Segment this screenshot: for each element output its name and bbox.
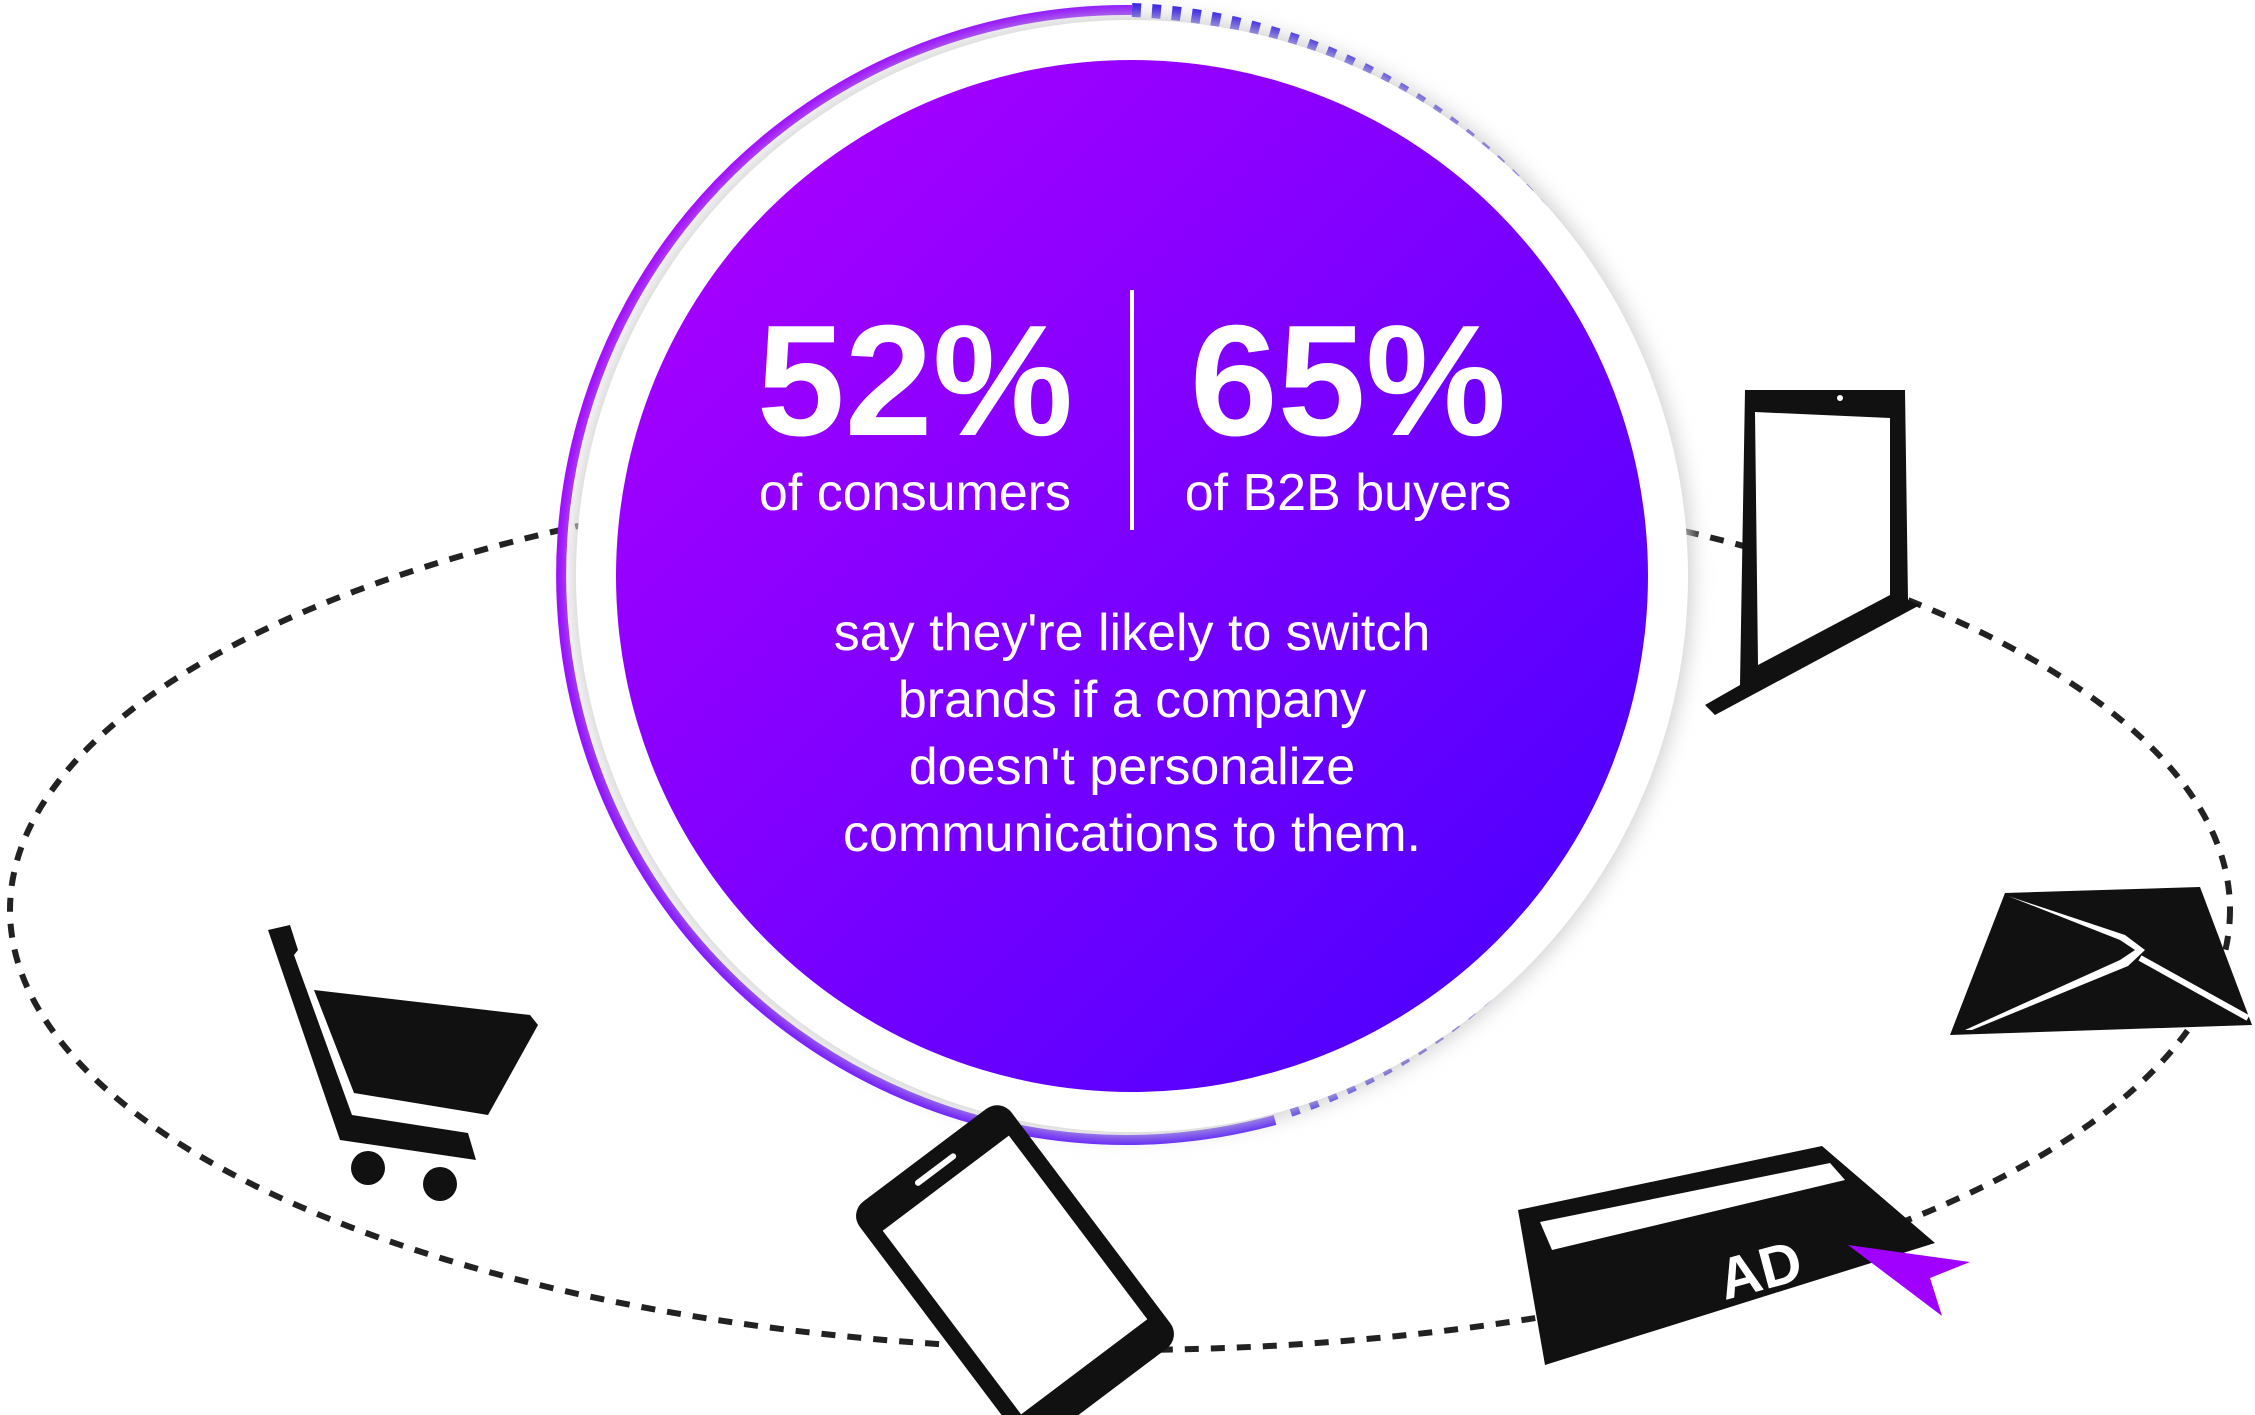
outer-solid-arc: [556, 4, 1277, 1145]
smartphone-icon: [856, 1105, 1174, 1415]
shopping-cart-icon: [268, 925, 538, 1201]
statement-line-3: doesn't personalize: [909, 738, 1355, 796]
cursor-arrow-icon: [1848, 1245, 1970, 1316]
ad-banner-icon: AD: [1518, 1146, 1935, 1365]
stat-left-label: of consumers: [759, 464, 1071, 522]
statement-line-2: brands if a company: [898, 671, 1366, 729]
stat-right-label: of B2B buyers: [1185, 464, 1512, 522]
main-stat-circle: [616, 60, 1648, 1092]
stat-left-value: 52%: [757, 293, 1073, 469]
statement-line-1: say they're likely to switch: [834, 604, 1431, 662]
stat-right-value: 65%: [1190, 293, 1506, 469]
envelope-icon: [1950, 887, 2252, 1035]
laptop-icon: [1705, 390, 1920, 715]
statement-line-4: communications to them.: [843, 805, 1421, 863]
